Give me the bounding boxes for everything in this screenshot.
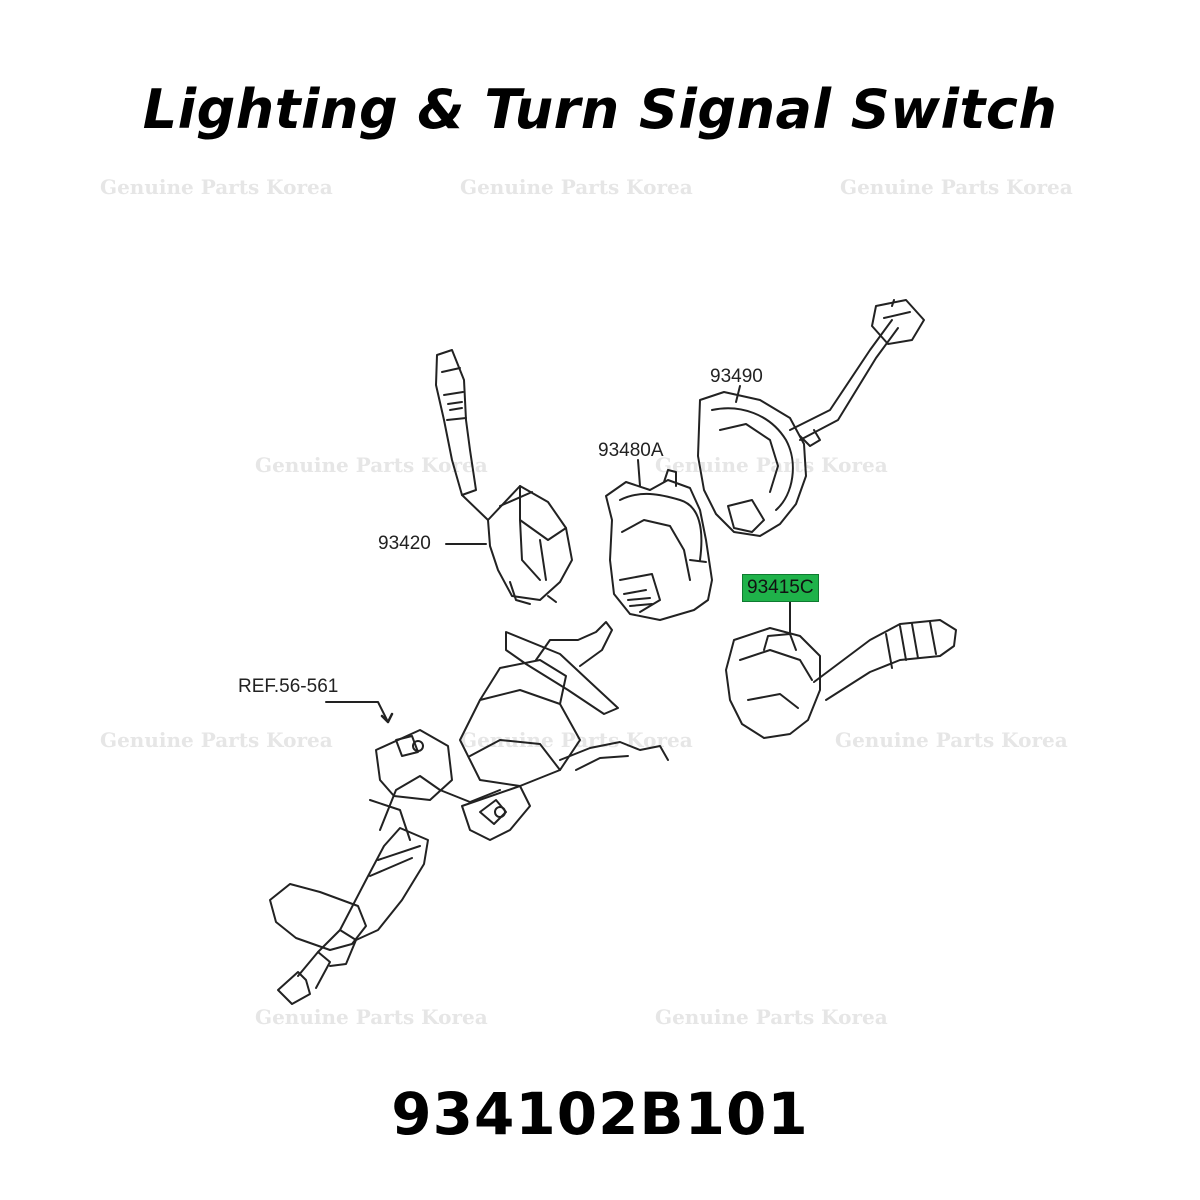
label-ref-56-561: REF.56-561 [238, 676, 339, 697]
watermark: Genuine Parts Korea [655, 453, 888, 477]
watermark: Genuine Parts Korea [840, 175, 1073, 199]
watermark: Genuine Parts Korea [655, 1005, 888, 1029]
wiper-lever-switch [435, 349, 573, 605]
watermark: Genuine Parts Korea [460, 175, 693, 199]
leader-93490 [735, 385, 741, 403]
label-93490: 93490 [710, 366, 763, 387]
label-93480A: 93480A [598, 440, 664, 461]
leader-ref [325, 701, 389, 723]
diagram-title: Lighting & Turn Signal Switch [142, 78, 1058, 141]
clock-spring-top [697, 299, 925, 537]
leader-93480A [637, 459, 641, 487]
part-number: 934102B101 [391, 1080, 809, 1148]
watermark: Genuine Parts Korea [255, 1005, 488, 1029]
watermark: Genuine Parts Korea [835, 728, 1068, 752]
watermark: Genuine Parts Korea [100, 728, 333, 752]
clock-spring-body [605, 469, 713, 621]
lighting-turn-signal-switch [725, 619, 957, 739]
watermark: Genuine Parts Korea [100, 175, 333, 199]
label-93415C-highlight: 93415C [742, 574, 819, 602]
watermark: Genuine Parts Korea [255, 453, 488, 477]
steering-column [269, 621, 669, 1005]
label-93420: 93420 [378, 533, 431, 554]
